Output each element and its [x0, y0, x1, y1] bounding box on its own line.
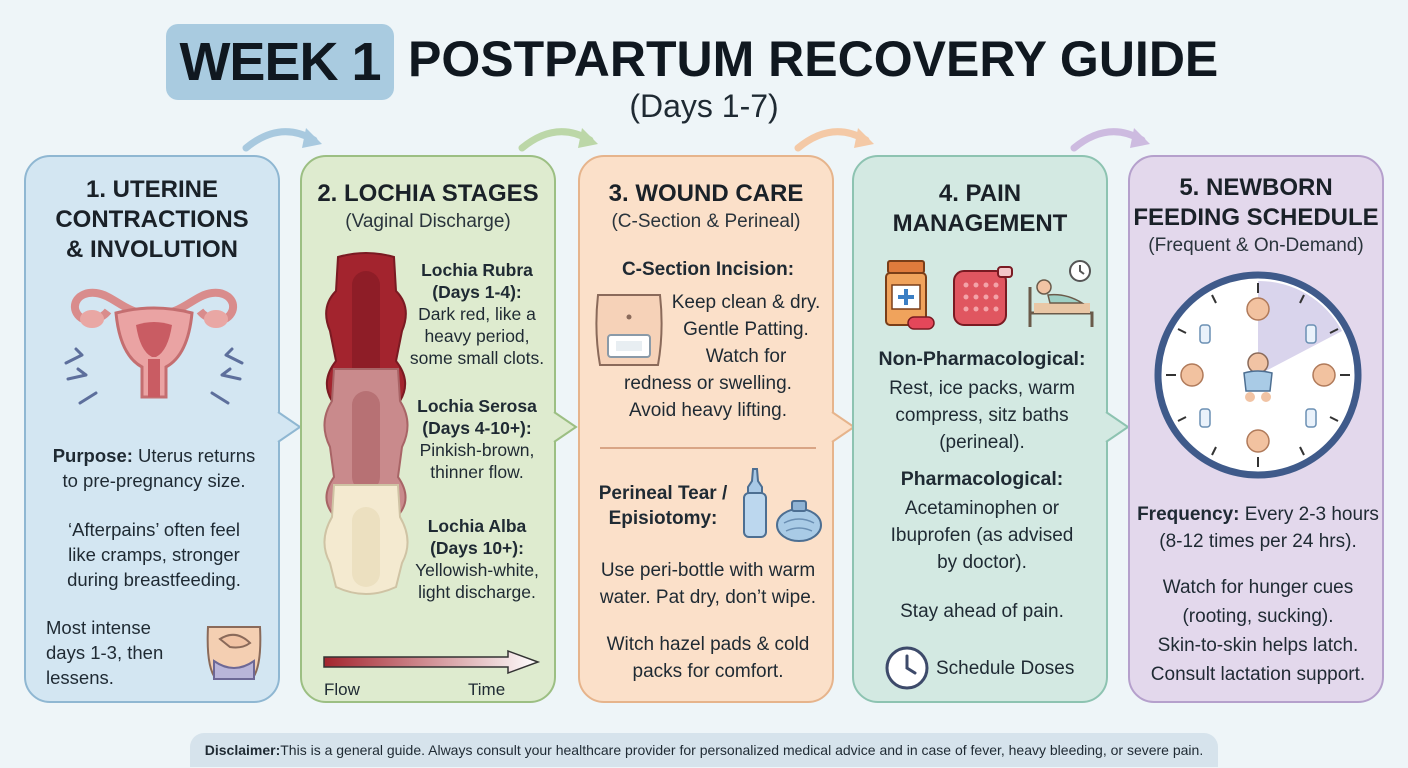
divider [600, 447, 816, 449]
nonpharm-text: Rest, ice packs, warm compress, sitz bat… [889, 378, 1075, 453]
panel-uterine-contractions: 1. UTERINE CONTRACTIONS & INVOLUTION Pur… [24, 155, 280, 703]
axis-flow-label: Flow [324, 680, 360, 699]
lochia-alba: Lochia Alba (Days 10+): Yellowish-white,… [415, 516, 539, 602]
panel-subtitle: (C-Section & Perineal) [611, 211, 801, 232]
stay-ahead-text: Stay ahead of pain. [900, 601, 1064, 622]
baby-icon [1243, 352, 1273, 402]
panel-title: 2. LOCHIA STAGES [317, 180, 539, 207]
pharm-text: Acetaminophen or Ibuprofen (as advised b… [890, 498, 1074, 573]
witch-hazel-text: Witch hazel pads & cold packs for comfor… [606, 634, 810, 682]
panel-title: 5. NEWBORN FEEDING SCHEDULE [1133, 174, 1379, 231]
feeding-clock-icon [1154, 271, 1362, 479]
hunger-cues-text: Watch for hunger cues (rooting, sucking)… [1150, 577, 1366, 685]
panel-subtitle: (Vaginal Discharge) [345, 211, 511, 232]
clock-icon [885, 646, 929, 690]
abdomen-cramp-icon [206, 626, 262, 680]
flow-arrow-4 [1070, 128, 1150, 152]
csection-text-a: Keep clean & dry. Gentle Patting. Watch … [671, 292, 821, 367]
lochia-serosa: Lochia Serosa (Days 4-10+): Pinkish-brow… [417, 396, 537, 482]
heat-pad-icon [953, 266, 1013, 326]
panel-wound-care: 3. WOUND CARE (C-Section & Perineal) C-S… [578, 155, 834, 703]
page-title: POSTPARTUM RECOVERY GUIDE [408, 31, 1219, 87]
flow-arrow-1 [242, 128, 322, 152]
panel-lochia-stages: 2. LOCHIA STAGES (Vaginal Discharge) Loc… [300, 155, 556, 703]
panel-title: 1. UTERINE CONTRACTIONS & INVOLUTION [55, 176, 249, 263]
axis-time-label: Time [468, 680, 506, 699]
week-badge: WEEK 1 [166, 24, 394, 100]
panel-title: 3. WOUND CARE [608, 180, 804, 207]
incision-icon [595, 294, 663, 366]
purpose-text: Purpose: Uterus returns to pre-pregnancy… [52, 445, 256, 491]
peri-bottle-icon [743, 468, 767, 538]
disclaimer: Disclaimer: This is a general guide. Alw… [190, 733, 1218, 767]
perineal-label: Perineal Tear / Episiotomy: [598, 483, 728, 529]
flow-arrow-3 [794, 128, 874, 152]
schedule-doses-text: Schedule Doses [936, 658, 1075, 679]
flow-arrow-2 [518, 128, 598, 152]
afterpains-text: ‘Afterpains’ often feel like cramps, str… [67, 519, 241, 590]
csection-label: C-Section Incision: [621, 259, 795, 280]
lochia-rubra: Lochia Rubra (Days 1-4): Dark red, like … [409, 260, 545, 368]
panel-title: 4. PAIN MANAGEMENT [892, 180, 1068, 237]
uterus-icon [64, 288, 244, 405]
flow-time-arrow [323, 649, 541, 675]
ice-pack-icon [776, 500, 822, 542]
pharm-label: Pharmacological: [900, 468, 1064, 490]
csection-text-b: redness or swelling. Avoid heavy lifting… [624, 373, 792, 421]
connector-2 [553, 411, 578, 443]
intense-text: Most intense days 1-3, then lessens. [46, 617, 164, 688]
frequency-text: Frequency: Every 2-3 hours (8-12 times p… [1137, 504, 1379, 552]
panel-subtitle: (Frequent & On-Demand) [1148, 235, 1364, 256]
perineal-text: Use peri-bottle with warm water. Pat dry… [599, 560, 817, 608]
rest-bed-icon [1028, 260, 1094, 327]
nonpharm-label: Non-Pharmacological: [878, 348, 1086, 370]
pill-bottle-icon [885, 260, 935, 330]
pad-icon [323, 252, 409, 595]
header: WEEK 1 POSTPARTUM RECOVERY GUIDE (Days 1… [0, 20, 1408, 130]
panel-newborn-feeding: 5. NEWBORN FEEDING SCHEDULE (Frequent & … [1128, 155, 1384, 703]
page-subtitle: (Days 1-7) [629, 88, 779, 124]
panel-pain-management: 4. PAIN MANAGEMENT Non-Pharmacological: … [852, 155, 1108, 703]
